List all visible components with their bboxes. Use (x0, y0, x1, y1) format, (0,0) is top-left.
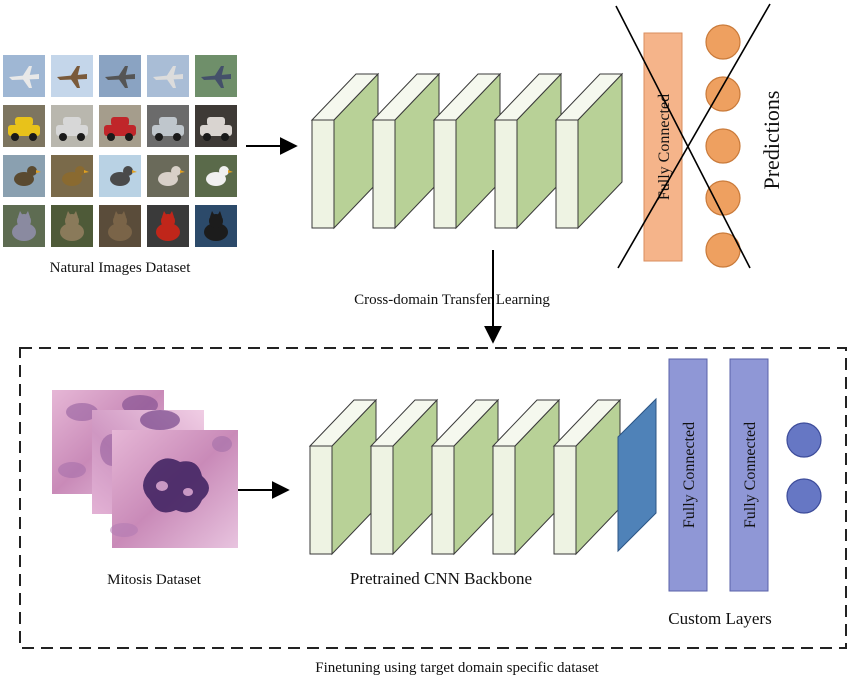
custom-fully-connected-layer-2: Fully Connected (729, 358, 769, 592)
cnn-layer-block (491, 398, 561, 556)
automobile-thumbnail (51, 105, 93, 147)
prediction-node (705, 180, 741, 216)
output-node (786, 422, 822, 458)
custom-fully-connected-layer-1: Fully Connected (668, 358, 708, 592)
pretrained-cnn-backbone-label: Pretrained CNN Backbone (350, 569, 532, 588)
mitosis-dataset-label: Mitosis Dataset (107, 572, 202, 588)
custom-fc-2-label: Fully Connected (742, 422, 759, 528)
top-fully-connected-layer: Fully Connected (643, 32, 683, 262)
cnn-layer-block (308, 398, 378, 556)
bird-thumbnail (147, 155, 189, 197)
automobile-thumbnail (99, 105, 141, 147)
automobile-thumbnail (195, 105, 237, 147)
airplane-thumbnail (3, 55, 45, 97)
airplane-thumbnail (147, 55, 189, 97)
airplane-thumbnail (51, 55, 93, 97)
mitosis-images (52, 390, 238, 548)
mitosis-tile (110, 430, 238, 548)
bottom-cnn-backbone (308, 398, 622, 556)
output-node (786, 478, 822, 514)
cnn-layer-block (369, 398, 439, 556)
bird-thumbnail (99, 155, 141, 197)
custom-fc-1-label: Fully Connected (681, 422, 698, 528)
automobile-thumbnail (3, 105, 45, 147)
cnn-layer-block (310, 72, 380, 230)
new-output-feature-layer (617, 397, 657, 553)
output-nodes (786, 422, 822, 514)
cross-out-line (617, 3, 771, 269)
bird-thumbnail (195, 155, 237, 197)
cnn-layer-block (554, 72, 624, 230)
cnn-layer-block (552, 398, 622, 556)
prediction-node (705, 76, 741, 112)
top-fully-connected-label: Fully Connected (656, 94, 673, 200)
top-cnn-backbone (310, 72, 624, 230)
cat-thumbnail (3, 205, 45, 247)
airplane-thumbnail (195, 55, 237, 97)
prediction-nodes (705, 24, 741, 268)
finetuning-caption: Finetuning using target domain specific … (315, 660, 599, 676)
cnn-layer-block (432, 72, 502, 230)
cat-thumbnail (51, 205, 93, 247)
cat-thumbnail (147, 205, 189, 247)
cross-out-line (615, 5, 751, 269)
cnn-layer-block (430, 398, 500, 556)
cat-thumbnail (195, 205, 237, 247)
bird-thumbnail (51, 155, 93, 197)
cnn-layer-block (493, 72, 563, 230)
prediction-node (705, 24, 741, 60)
cnn-layer-block (371, 72, 441, 230)
airplane-thumbnail (99, 55, 141, 97)
bird-thumbnail (3, 155, 45, 197)
natural-images-grid (3, 55, 237, 247)
cross-domain-transfer-label: Cross-domain Transfer Learning (354, 292, 550, 308)
finetuning-dashed-box (19, 347, 847, 649)
automobile-thumbnail (147, 105, 189, 147)
natural-images-dataset-label: Natural Images Dataset (50, 260, 192, 276)
predictions-label: Predictions (759, 91, 784, 190)
prediction-node (705, 128, 741, 164)
custom-layers-label: Custom Layers (668, 609, 771, 628)
cat-thumbnail (99, 205, 141, 247)
